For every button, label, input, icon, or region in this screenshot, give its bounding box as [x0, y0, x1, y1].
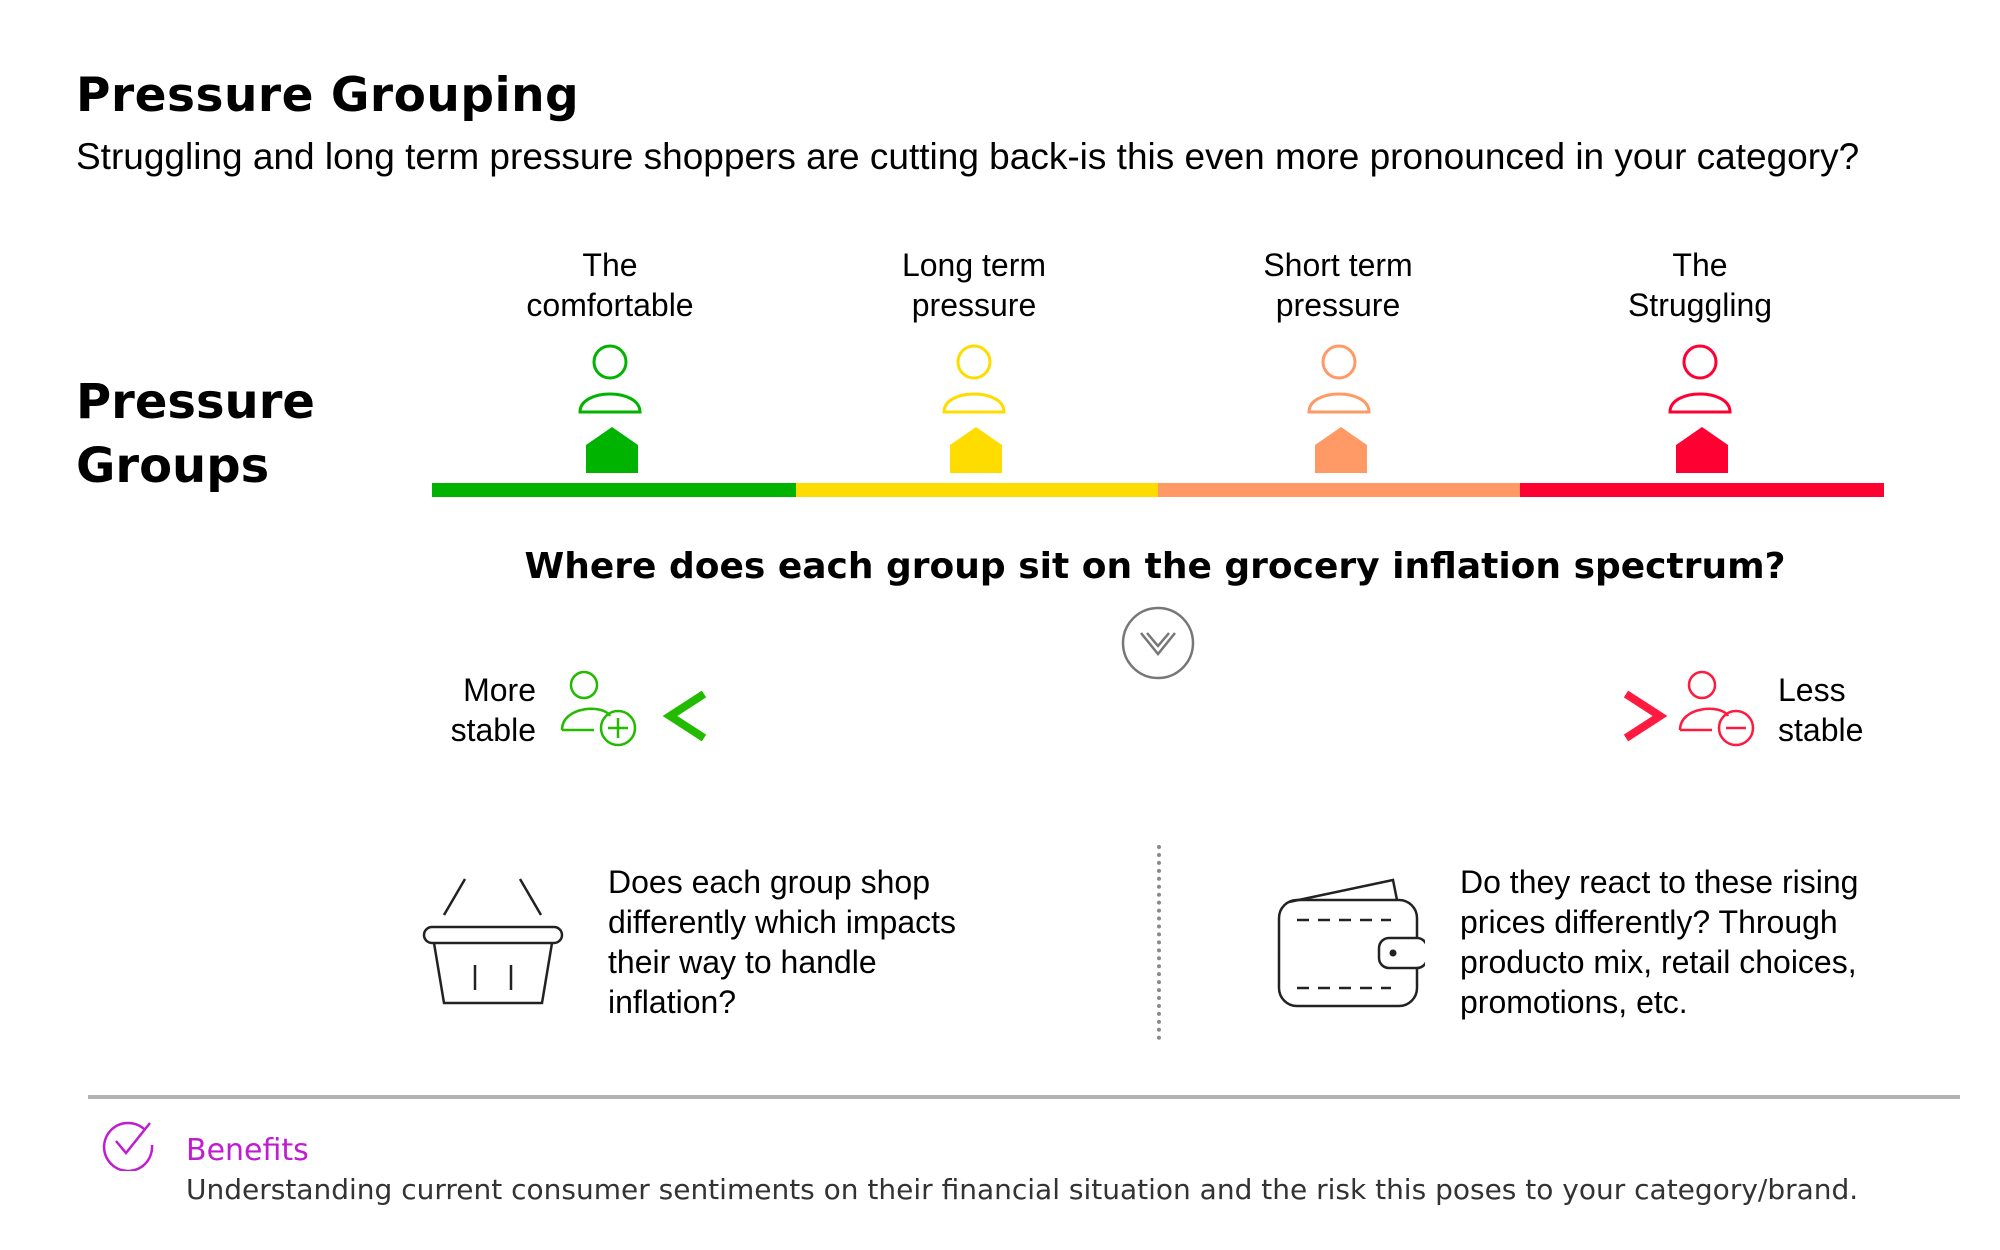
- section-divider: [1157, 845, 1161, 1040]
- house-marker-icon: [1676, 427, 1728, 473]
- group-label-long-term: Long term pressure: [824, 245, 1124, 325]
- less-stable-line1: Less: [1778, 672, 1846, 708]
- group-label-line1: Short term: [1263, 247, 1413, 283]
- chevron-down-icon: [1121, 606, 1195, 680]
- pressure-groups-heading-line1: Pressure: [76, 374, 315, 430]
- text-line: Does each group shop: [608, 864, 930, 900]
- house-marker-icon: [586, 427, 638, 473]
- more-stable-line2: stable: [450, 712, 536, 748]
- group-label-short-term: Short term pressure: [1188, 245, 1488, 325]
- basket-icon: [422, 878, 564, 1005]
- group-label-line2: comfortable: [526, 287, 694, 323]
- group-label-line2: pressure: [911, 287, 1037, 323]
- group-label-line2: Struggling: [1627, 287, 1773, 323]
- group-label-line1: The: [582, 247, 638, 283]
- person-minus-icon: [1678, 670, 1755, 747]
- reaction-question-text: Do they react to these rising prices dif…: [1460, 862, 1858, 1022]
- text-line: differently which impacts: [608, 904, 956, 940]
- text-line: Do they react to these rising: [1460, 864, 1859, 900]
- page-subtitle: Struggling and long term pressure shoppe…: [76, 136, 1860, 177]
- text-line: inflation?: [608, 984, 737, 1020]
- benefits-text: Understanding current consumer sentiment…: [186, 1173, 1859, 1206]
- person-icon: [578, 344, 642, 414]
- inflation-spectrum-arrow: [662, 690, 1668, 742]
- person-icon: [942, 344, 1006, 414]
- benefits-label: Benefits: [186, 1133, 309, 1168]
- more-stable-label: More stable: [446, 670, 536, 750]
- footer-divider: [88, 1095, 1960, 1099]
- group-label-line2: pressure: [1275, 287, 1401, 323]
- text-line: promotions, etc.: [1460, 984, 1688, 1020]
- pressure-groups-heading-line2: Groups: [76, 438, 270, 494]
- pressure-bar-comfortable: [432, 483, 796, 497]
- pressure-groups-heading: Pressure Groups: [76, 370, 315, 498]
- person-icon: [1307, 344, 1371, 414]
- group-label-line1: Long term: [901, 247, 1047, 283]
- check-circle-icon: [102, 1121, 154, 1171]
- more-stable-line1: More: [463, 672, 536, 708]
- page-title: Pressure Grouping: [76, 68, 580, 123]
- pressure-bar-struggling: [1520, 483, 1884, 497]
- group-label-line1: The: [1672, 247, 1728, 283]
- text-line: their way to handle: [608, 944, 877, 980]
- less-stable-line2: stable: [1778, 712, 1864, 748]
- text-line: prices differently? Through: [1460, 904, 1838, 940]
- group-label-struggling: The Struggling: [1550, 245, 1850, 325]
- less-stable-label: Less stable: [1778, 670, 1863, 750]
- wallet-icon: [1277, 878, 1425, 1008]
- pressure-bar-long-term: [796, 483, 1158, 497]
- house-marker-icon: [1315, 427, 1367, 473]
- shopping-question-text: Does each group shop differently which i…: [608, 862, 956, 1022]
- pressure-bar-short-term: [1158, 483, 1520, 497]
- group-label-comfortable: The comfortable: [460, 245, 760, 325]
- text-line: producto mix, retail choices,: [1460, 944, 1857, 980]
- person-plus-icon: [560, 670, 637, 747]
- person-icon: [1668, 344, 1732, 414]
- spectrum-question: Where does each group sit on the grocery…: [524, 546, 1786, 587]
- house-marker-icon: [950, 427, 1002, 473]
